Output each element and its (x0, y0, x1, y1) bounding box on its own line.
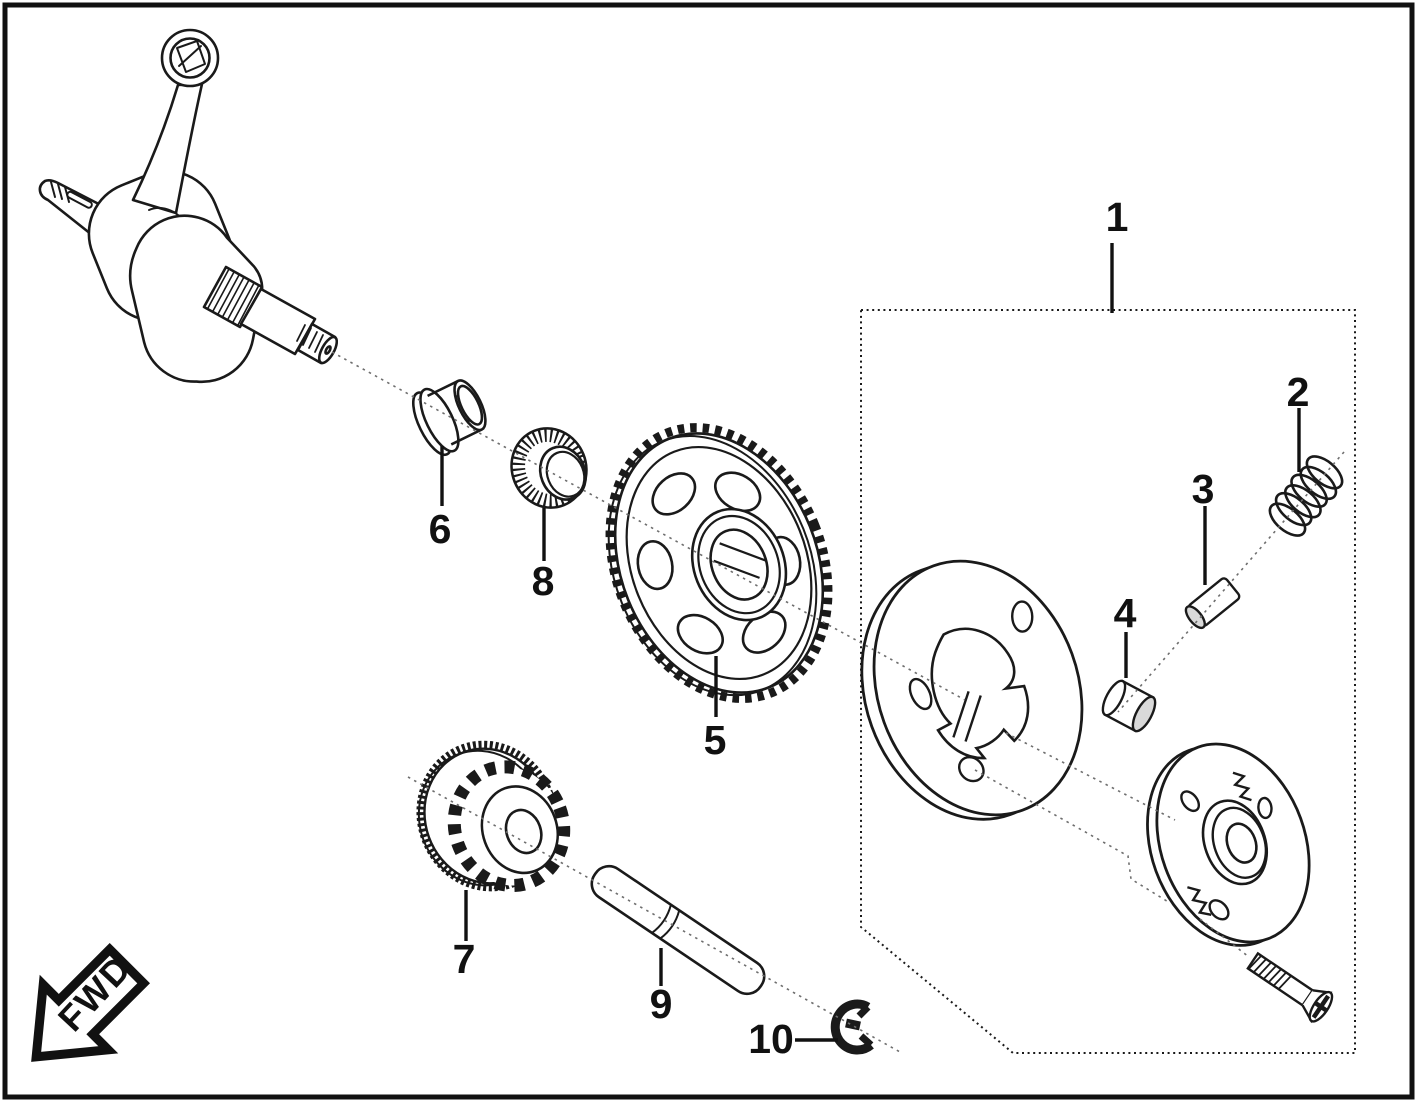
callout-6: 6 (429, 506, 452, 552)
clutch-cover-plate (1146, 742, 1311, 947)
starter-gear-hub (690, 507, 788, 622)
callout-4: 4 (1114, 590, 1137, 636)
starter-gear-part5 (605, 423, 833, 703)
crankshaft-right-shaft (202, 265, 339, 365)
callout-8: 8 (532, 558, 555, 604)
callout-1: 1 (1106, 194, 1129, 240)
crank-web-front (128, 214, 264, 384)
crank-axis-guide (331, 351, 966, 701)
callout-10: 10 (748, 1016, 794, 1062)
idler-shaft-part9 (590, 864, 766, 996)
idler-axis-guide (407, 776, 901, 1053)
callout-9: 9 (650, 981, 673, 1027)
callout-2: 2 (1287, 369, 1310, 415)
clutch-spring-part2 (1268, 455, 1344, 537)
clutch-roller-part4 (1101, 679, 1157, 733)
assembly-guide-lines (331, 351, 1345, 1053)
idler-gear-part7 (416, 740, 571, 893)
connecting-rod (131, 28, 220, 215)
callout-5: 5 (704, 717, 727, 763)
clutch-cam-plate (860, 559, 1084, 821)
callout-3: 3 (1192, 466, 1215, 512)
spring-pin-roller-guide (1117, 451, 1345, 713)
needle-bearing-part8 (510, 427, 588, 509)
fwd-arrow-shape (31, 942, 151, 1062)
bushing-part6 (411, 379, 487, 457)
callout-leaders (440, 243, 1301, 1042)
clutch-screw (1246, 951, 1334, 1024)
crankshaft (38, 28, 339, 384)
callout-7: 7 (453, 936, 476, 982)
